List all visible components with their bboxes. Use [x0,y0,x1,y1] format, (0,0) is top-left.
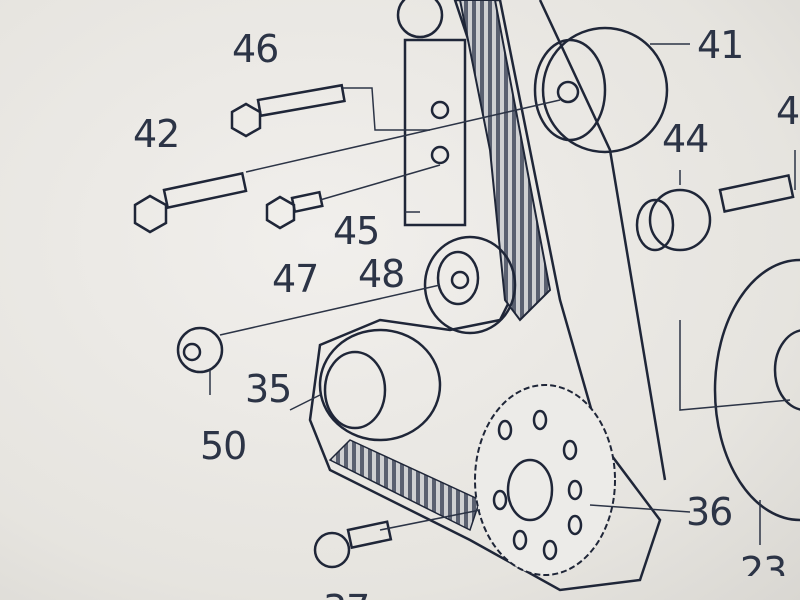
tensioner-45 [396,0,467,227]
leader-lines [209,43,796,545]
bolt-46 [230,83,346,138]
timing-belt [308,0,667,592]
label-42: 42 [133,112,180,156]
idler-pulley-48 [423,235,517,335]
label-36: 36 [686,490,733,534]
label-41: 41 [697,23,744,67]
label-50: 50 [200,424,247,468]
label-45: 45 [333,209,380,253]
label-46: 46 [232,27,279,71]
bushing-44 [635,173,795,252]
label-37: 37 [323,590,369,600]
bolts [133,83,393,569]
label-35: 35 [245,367,292,411]
label-4x: 4 [776,89,800,133]
label-48: 48 [358,252,405,296]
bolt-42 [133,171,248,234]
idler-pulley-41 [533,26,669,154]
label-23: 23 [740,552,787,576]
crank-sprocket-35 [318,328,442,442]
crank-pulley-23 [713,258,800,522]
label-44: 44 [662,117,709,161]
cam-sprocket-36 [474,384,616,576]
label-47: 47 [272,257,319,301]
nut-50 [176,326,224,374]
bolt-47 [265,190,324,230]
bolt-37 [313,520,393,569]
